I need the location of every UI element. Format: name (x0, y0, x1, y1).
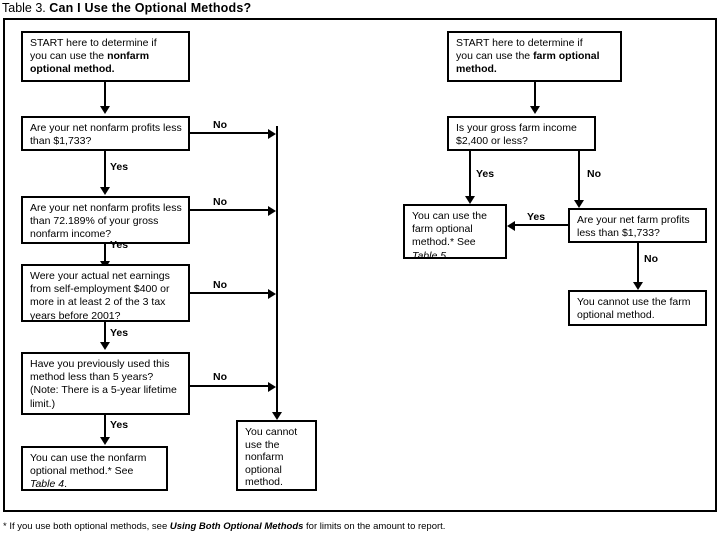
nonfarm-no-result-text: You cannot use the nonfarm optional meth… (245, 426, 298, 489)
edge-label-nonfarm-q3-no: No (213, 279, 227, 291)
connector-farm-start-q1 (534, 82, 536, 108)
connector-farm-q1-yes (469, 151, 471, 198)
arrowhead-farm-q2-no-icon (633, 282, 643, 290)
connector-nonfarm-q4-no (190, 385, 272, 387)
nonfarm-start-box: START here to determine if you can use t… (21, 31, 190, 82)
nonfarm-start-line2-plain: you can use the (30, 50, 108, 63)
arrowhead-nonfarm-q3-yes-icon (100, 342, 110, 350)
farm-start-line2-plain: you can use the (456, 50, 534, 63)
nonfarm-question-3-box: Were your actual net earnings from self-… (21, 264, 190, 322)
arrowhead-nonfarm-no-collector-icon (272, 412, 282, 420)
farm-question-1-box: Is your gross farm income $2,400 or less… (447, 116, 596, 151)
nonfarm-question-3-text: Were your actual net earnings from self-… (30, 270, 170, 322)
arrowhead-nonfarm-q2-no-icon (268, 206, 276, 216)
farm-no-result-text: You cannot use the farm optional method. (577, 296, 691, 322)
connector-nonfarm-start-q1 (104, 82, 106, 108)
connector-nonfarm-q4-yes (104, 415, 106, 439)
nonfarm-yes-result-text: You can use the nonfarm optional method.… (30, 452, 147, 478)
nonfarm-question-4-box: Have you previously used this method les… (21, 352, 190, 415)
edge-label-nonfarm-q1-no: No (213, 119, 227, 131)
nonfarm-start-line3-bold: optional method. (30, 63, 115, 76)
arrowhead-farm-q1-no-icon (574, 200, 584, 208)
edge-label-nonfarm-q2-yes: Yes (110, 239, 129, 251)
farm-yes-result-tail: . (446, 249, 449, 262)
connector-farm-q2-yes (515, 224, 568, 226)
arrowhead-farm-q1-yes-icon (465, 196, 475, 204)
nonfarm-question-2-text: Are your net nonfarm profits less than 7… (30, 202, 182, 241)
table-border (3, 18, 717, 512)
footnote-italic-reference: Using Both Optional Methods (169, 521, 304, 532)
title-prefix: Table 3. (2, 1, 46, 15)
arrowhead-nonfarm-q3-no-icon (268, 289, 276, 299)
nonfarm-question-1-text: Are your net nonfarm profits less than $… (30, 122, 182, 148)
edge-label-farm-q2-no: No (644, 253, 658, 265)
arrowhead-farm-start-q1-icon (530, 106, 540, 114)
farm-start-line1: START here to determine if (456, 37, 583, 49)
arrowhead-nonfarm-q4-no-icon (268, 382, 276, 392)
connector-farm-q2-no (637, 243, 639, 284)
arrowhead-nonfarm-start-q1-icon (100, 106, 110, 114)
connector-nonfarm-q2-yes (104, 244, 106, 264)
connector-nonfarm-q2-no (190, 209, 272, 211)
arrowhead-nonfarm-q1-no-icon (268, 129, 276, 139)
footnote-prefix: * If you use both optional methods, see (3, 521, 170, 532)
nonfarm-no-result-box: You cannot use the nonfarm optional meth… (236, 420, 317, 491)
farm-question-1-text: Is your gross farm income $2,400 or less… (456, 122, 577, 148)
connector-farm-q1-no (578, 151, 580, 202)
connector-nonfarm-q3-no (190, 292, 272, 294)
edge-label-farm-q1-no: No (587, 168, 601, 180)
farm-start-line3-bold: method. (456, 63, 497, 76)
connector-nonfarm-q1-yes (104, 151, 106, 189)
edge-label-farm-q1-yes: Yes (476, 168, 495, 180)
farm-no-result-box: You cannot use the farm optional method. (568, 290, 707, 326)
edge-label-farm-q2-yes: Yes (527, 211, 546, 223)
arrowhead-nonfarm-q4-yes-icon (100, 437, 110, 445)
nonfarm-question-2-box: Are your net nonfarm profits less than 7… (21, 196, 190, 244)
nonfarm-yes-result-box: You can use the nonfarm optional method.… (21, 446, 168, 491)
farm-yes-result-text: You can use the farm optional method.* S… (412, 210, 487, 249)
farm-start-line2-bold: farm optional (533, 50, 600, 63)
title-heading: Can I Use the Optional Methods? (49, 1, 252, 15)
edge-label-nonfarm-q4-no: No (213, 371, 227, 383)
edge-label-nonfarm-q1-yes: Yes (110, 161, 129, 173)
connector-nonfarm-q3-yes (104, 322, 106, 344)
nonfarm-start-line2-bold: nonfarm (107, 50, 150, 63)
nonfarm-yes-result-italic: Table 4 (30, 478, 65, 491)
edge-label-nonfarm-q4-yes: Yes (110, 419, 129, 431)
footnote: * If you use both optional methods, see … (3, 521, 445, 532)
edge-label-nonfarm-q2-no: No (213, 196, 227, 208)
farm-yes-result-italic: Table 5 (412, 249, 447, 262)
farm-question-2-text: Are your net farm profits less than $1,7… (577, 214, 690, 240)
farm-start-box: START here to determine if you can use t… (447, 31, 622, 82)
arrowhead-farm-q2-yes-icon (507, 221, 515, 231)
arrowhead-nonfarm-q1-yes-icon (100, 187, 110, 195)
edge-label-nonfarm-q3-yes: Yes (110, 327, 129, 339)
page-title: Table 3. Can I Use the Optional Methods? (2, 1, 251, 15)
nonfarm-question-1-box: Are your net nonfarm profits less than $… (21, 116, 190, 151)
nonfarm-start-line1: START here to determine if (30, 37, 157, 49)
farm-yes-result-box: You can use the farm optional method.* S… (403, 204, 507, 262)
footnote-suffix: for limits on the amount to report. (303, 521, 446, 532)
connector-nonfarm-no-collector (276, 126, 278, 416)
nonfarm-yes-result-tail: . (64, 478, 67, 491)
farm-question-2-box: Are your net farm profits less than $1,7… (568, 208, 707, 243)
nonfarm-question-4-text: Have you previously used this method les… (30, 358, 177, 410)
connector-nonfarm-q1-no (190, 132, 272, 134)
